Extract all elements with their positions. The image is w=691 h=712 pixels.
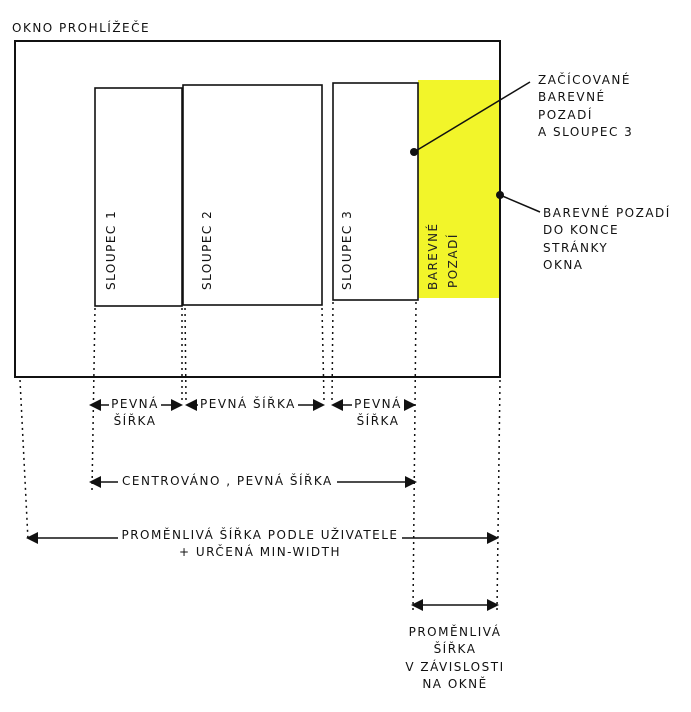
window-title: OKNO PROHLÍŽEČE (12, 21, 151, 35)
label-line: V ZÁVISLOSTI (405, 659, 505, 674)
yellow-background (418, 80, 500, 298)
callout-line: STRÁNKY (543, 240, 609, 255)
callout-first: ZAČÍCOVANÉ BAREVNÉ POZADÍ A SLOUPEC 3 (538, 72, 633, 142)
callout-line: OKNA (543, 258, 584, 273)
column-2-label: SLOUPEC 2 (200, 209, 214, 290)
callout-line: DO KONCE (543, 223, 620, 238)
callout-line: A SLOUPEC 3 (538, 125, 634, 140)
variable-width-label: PROMĚNLIVÁ ŠÍŘKA PODLE UŽIVATELE + URČEN… (80, 527, 440, 562)
variable-window-label: PROMĚNLIVÁ ŠÍŘKA V ZÁVISLOSTI NA OKNĚ (400, 624, 510, 694)
callout-line: BAREVNÉ POZADÍ (543, 206, 671, 220)
label-line: NA OKNĚ (422, 677, 488, 692)
fixed-width-1-label: PEVNÁ ŠÍŘKA (100, 396, 170, 431)
callout-second: BAREVNÉ POZADÍ DO KONCE STRÁNKY OKNA (543, 205, 671, 275)
fixed-width-3-label: PEVNÁ ŠÍŘKA (345, 396, 411, 431)
centered-label: CENTROVÁNO , PEVNÁ ŠÍŘKA (118, 473, 337, 491)
dimension-arrows (26, 399, 499, 611)
label-line: ŠÍŘKA (113, 414, 157, 429)
column-1 (94, 87, 183, 307)
column-1-label: SLOUPEC 1 (104, 209, 118, 290)
label-line: ŠÍŘKA (356, 414, 400, 429)
callout-line: BAREVNÉ (538, 90, 606, 105)
colored-bg-label-1: BAREVNÉ (426, 222, 440, 290)
callout-lines (410, 81, 541, 213)
label-line: PROMĚNLIVÁ ŠÍŘKA PODLE UŽIVATELE (118, 527, 402, 545)
column-3-label: SLOUPEC 3 (340, 209, 354, 290)
column-3 (332, 82, 419, 301)
colored-bg-label-2: POZADÍ (446, 233, 460, 288)
browser-window (14, 40, 501, 378)
label-line: + URČENÁ MIN-WIDTH (178, 545, 342, 560)
callout-line: POZADÍ (538, 107, 593, 122)
callout-line: ZAČÍCOVANÉ (538, 73, 631, 87)
label-line: ŠÍŘKA (433, 642, 477, 657)
guide-lines (19, 301, 501, 611)
label-line: PEVNÁ (352, 396, 404, 414)
column-2 (182, 84, 323, 306)
label-line: PROMĚNLIVÁ (408, 625, 502, 639)
fixed-width-2-label: PEVNÁ ŠÍŘKA (198, 396, 298, 414)
label-line: PEVNÁ (109, 396, 161, 414)
